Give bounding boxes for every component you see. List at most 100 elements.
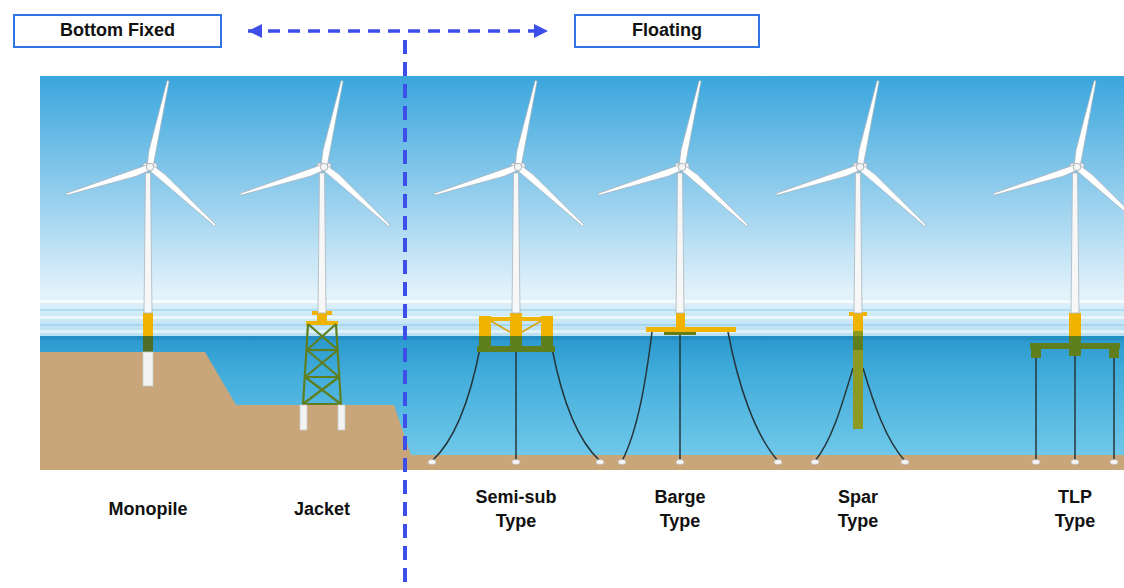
barge-foundation — [664, 332, 696, 335]
sea-surface — [40, 316, 1124, 319]
type-label-box: Barge Type — [640, 482, 720, 536]
semi-sub-foundation — [510, 313, 522, 336]
monopile-foundation — [143, 352, 153, 386]
tlp-foundation — [1035, 358, 1037, 461]
spar-foundation — [863, 368, 905, 461]
jacket-foundation — [303, 377, 339, 404]
offshore-wind-illustration — [775, 80, 928, 313]
anchor-points — [618, 460, 626, 465]
barge-foundation — [676, 313, 685, 329]
anchor-points — [901, 460, 909, 465]
foundation-type-label: Jacket — [294, 497, 350, 521]
sea-surface — [40, 330, 1124, 333]
divider-line — [403, 40, 407, 588]
water — [40, 336, 1124, 470]
sea-surface — [40, 324, 1124, 326]
sea-surface — [40, 300, 1124, 303]
seabed — [40, 352, 1124, 470]
spar-foundation — [815, 312, 905, 461]
tlp-foundation — [1030, 343, 1120, 349]
jacket-foundation — [305, 376, 339, 378]
anchor-points — [596, 460, 604, 465]
barge-foundation — [622, 332, 778, 461]
foundation-type-label: Semi-sub Type — [466, 485, 566, 534]
jacket-foundation — [303, 324, 341, 405]
tlp-foundation — [1069, 313, 1081, 336]
barge-foundation — [679, 332, 681, 461]
jacket-foundation — [303, 324, 308, 405]
jacket-foundation — [308, 324, 338, 350]
type-label-box: Jacket — [267, 482, 377, 536]
barge-foundation — [728, 332, 778, 461]
jacket-foundation — [306, 321, 338, 325]
semi-sub-foundation — [432, 348, 600, 461]
type-label-box: Monopile — [83, 482, 213, 536]
semi-sub-foundation — [522, 321, 541, 332]
jacket-foundation — [338, 405, 345, 430]
semi-sub-foundation — [432, 313, 600, 461]
type-label-box: Spar Type — [823, 482, 893, 536]
spar-foundation — [853, 336, 863, 350]
monopile-foundation — [143, 313, 153, 336]
semi-sub-foundation — [515, 352, 517, 461]
tlp-foundation — [1031, 343, 1041, 358]
semi-sub-foundation — [491, 321, 541, 332]
category-title: Floating — [632, 20, 702, 42]
anchor-points — [811, 460, 819, 465]
foundation-type-label: Spar Type — [823, 485, 893, 534]
jacket-foundation — [305, 350, 338, 377]
anchor-points — [676, 460, 684, 465]
jacket-foundation — [317, 313, 327, 322]
tlp-foundation — [1074, 356, 1076, 461]
anchor-points — [428, 460, 436, 465]
anchor-points — [1110, 460, 1118, 465]
anchor-points — [512, 460, 520, 465]
foundation-type-label: Monopile — [109, 497, 188, 521]
sea-surface — [40, 296, 1124, 336]
semi-sub-foundation — [432, 348, 480, 461]
anchor-points — [1071, 460, 1079, 465]
jacket-foundation — [336, 324, 341, 405]
offshore-wind-illustration — [65, 80, 218, 313]
barge-foundation — [622, 313, 778, 461]
foundation-type-label: Barge Type — [640, 485, 720, 534]
tlp-foundation — [1109, 343, 1119, 358]
tlp-foundation — [1030, 313, 1120, 461]
water-line — [40, 336, 1124, 340]
semi-sub-foundation — [479, 317, 553, 321]
jacket-foundation — [300, 311, 345, 430]
jacket-foundation — [303, 403, 341, 405]
sea-surface — [40, 296, 1124, 336]
tlp-foundation — [1113, 358, 1115, 461]
offshore-wind-illustration — [433, 80, 586, 313]
barge-foundation — [646, 327, 736, 332]
semi-sub-foundation — [477, 346, 555, 352]
sea-surface — [40, 309, 1124, 311]
offshore-wind-illustration — [597, 80, 750, 313]
foundation-type-label: TLP Type — [1045, 485, 1105, 534]
category-box: Floating — [574, 14, 760, 48]
category-box: Bottom Fixed — [13, 14, 222, 48]
type-label-box: TLP Type — [1045, 482, 1105, 536]
anchor-points — [774, 460, 782, 465]
monopile-foundation — [143, 336, 153, 352]
type-label-box: Semi-sub Type — [466, 482, 566, 536]
semi-sub-foundation — [491, 321, 510, 332]
jacket-foundation — [307, 349, 338, 351]
offshore-wind-illustration — [239, 80, 392, 313]
anchor-points — [428, 460, 1118, 465]
jacket-foundation — [305, 377, 341, 404]
jacket-foundation — [307, 324, 336, 350]
offshore-wind-illustration — [992, 80, 1124, 313]
tlp-foundation — [1036, 356, 1114, 461]
barge-foundation — [622, 332, 652, 461]
dashed-arrow — [248, 29, 548, 33]
spar-foundation — [853, 331, 863, 429]
semi-sub-foundation — [552, 348, 600, 461]
spar-foundation — [815, 368, 853, 461]
category-title: Bottom Fixed — [60, 20, 175, 42]
anchor-points — [1032, 460, 1040, 465]
jacket-foundation — [300, 405, 307, 430]
sky — [40, 76, 1124, 298]
